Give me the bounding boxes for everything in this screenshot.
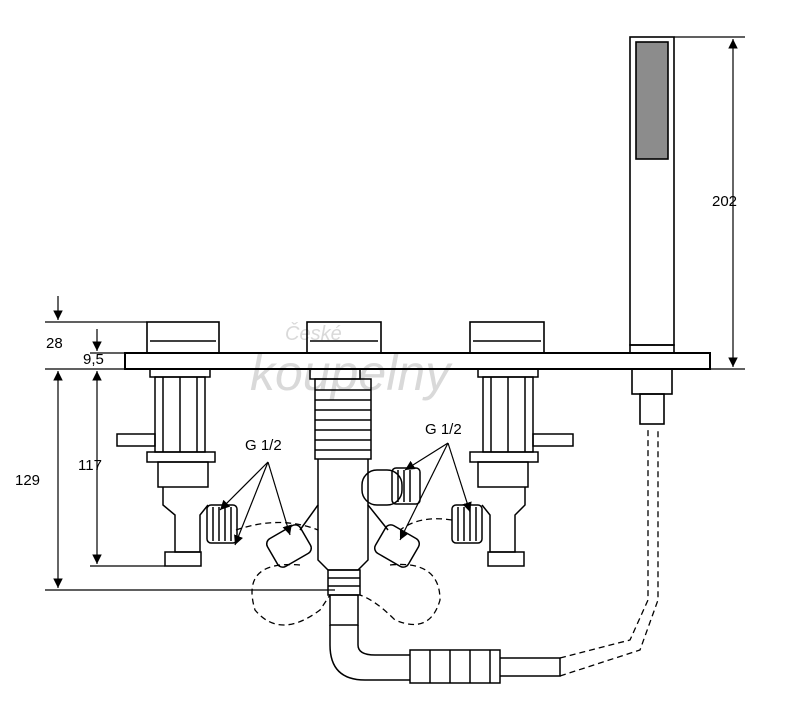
label-left-connection: G 1/2 — [245, 437, 282, 454]
dimension-lines — [45, 36, 745, 591]
middle-handle — [306, 321, 382, 354]
dim-body-height: 117 — [78, 457, 102, 474]
shower-handset — [629, 36, 675, 425]
dim-plate-thickness: 9,5 — [83, 351, 104, 368]
thread-leaders — [219, 442, 472, 546]
watermark-line1: České — [285, 322, 342, 345]
left-handle — [146, 321, 220, 354]
watermark-line2: koupelny — [250, 345, 453, 401]
dim-shower-height: 202 — [712, 193, 737, 210]
dim-top-height: 28 — [46, 335, 63, 352]
deck-plate — [124, 352, 711, 370]
hose-routing-dashed — [235, 430, 659, 677]
right-handle — [469, 321, 545, 354]
label-right-connection: G 1/2 — [425, 421, 462, 438]
supply-hose — [329, 594, 561, 684]
dim-total-height: 129 — [15, 472, 40, 489]
watermark: České koupelny — [250, 322, 453, 401]
left-valve-body — [116, 368, 238, 567]
middle-diverter-body — [265, 368, 421, 596]
right-valve-body — [451, 368, 574, 567]
